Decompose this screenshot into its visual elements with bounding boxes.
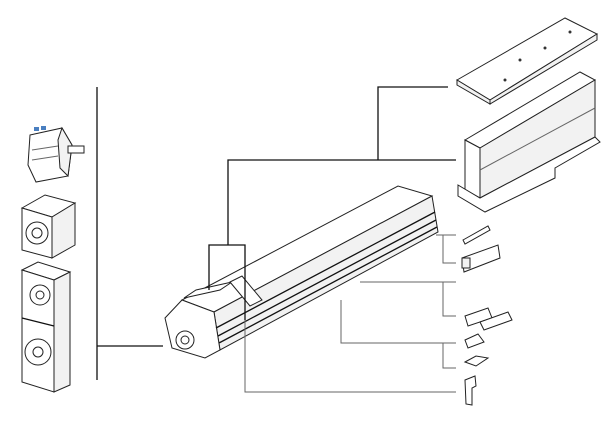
slider-block-right bbox=[229, 275, 263, 307]
limit-sensor bbox=[461, 244, 501, 273]
belt-reduction-housing bbox=[20, 261, 72, 393]
servo-motor bbox=[27, 126, 85, 183]
leader-lines bbox=[208, 86, 456, 393]
cable-clip bbox=[464, 375, 477, 406]
sensor-dog bbox=[462, 225, 491, 245]
square-nut bbox=[463, 355, 490, 367]
top-mounting-plate bbox=[456, 17, 599, 105]
t-nut bbox=[464, 333, 485, 349]
mounting-bracket-base bbox=[457, 71, 601, 213]
linear-actuator-body bbox=[164, 185, 439, 359]
motor-options-group bbox=[20, 87, 163, 393]
gearbox-cube bbox=[20, 194, 77, 259]
clamp-block-pair bbox=[464, 307, 513, 331]
